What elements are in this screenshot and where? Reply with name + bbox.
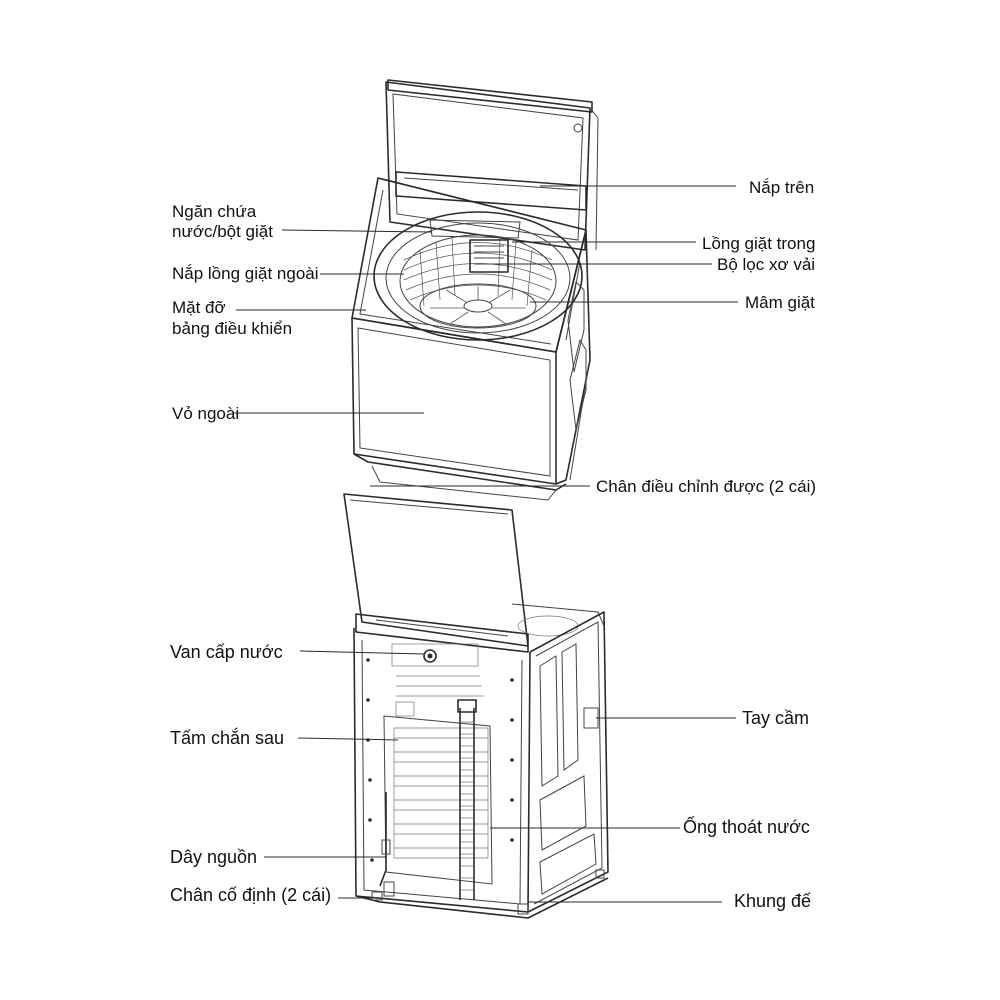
label-fixed-feet: Chân cố định (2 cái) — [170, 885, 332, 905]
label-control-panel-line-2: bảng điều khiển — [172, 319, 293, 338]
top-lid-drawing — [385, 79, 599, 251]
drain-hose-drawing — [457, 699, 477, 900]
rear-view-machine — [343, 493, 609, 919]
label-water-inlet: Van cấp nước — [170, 642, 283, 662]
label-inner-tub: Lồng giặt trong — [702, 234, 816, 253]
label-pulsator: Mâm giặt — [745, 293, 815, 312]
rear-cover-ribs — [383, 715, 493, 885]
label-base-frame: Khung đế — [734, 891, 812, 911]
label-rear-panel: Tấm chắn sau — [170, 728, 285, 748]
label-cabinet: Vỏ ngoài — [172, 404, 240, 423]
label-detergent-line-1: Ngăn chứa — [172, 202, 257, 221]
label-power-cord: Dây nguồn — [170, 847, 258, 867]
label-outer-tub-cover: Nắp lồng giặt ngoài — [172, 264, 319, 283]
label-lint-filter: Bộ lọc xơ vải — [717, 255, 816, 274]
label-handle: Tay cầm — [742, 708, 810, 728]
label-control-panel-line-1: Mặt đỡ — [172, 298, 226, 317]
cabinet-drawing — [351, 229, 591, 501]
label-top-lid: Nắp trên — [749, 178, 815, 197]
leader-lines — [234, 185, 738, 903]
label-adjustable-feet: Chân điều chỉnh được (2 cái) — [596, 477, 817, 496]
front-view-machine — [351, 79, 599, 501]
label-drain-hose: Ống thoát nước — [683, 817, 810, 837]
label-detergent-line-2: nước/bột giặt — [172, 222, 273, 241]
